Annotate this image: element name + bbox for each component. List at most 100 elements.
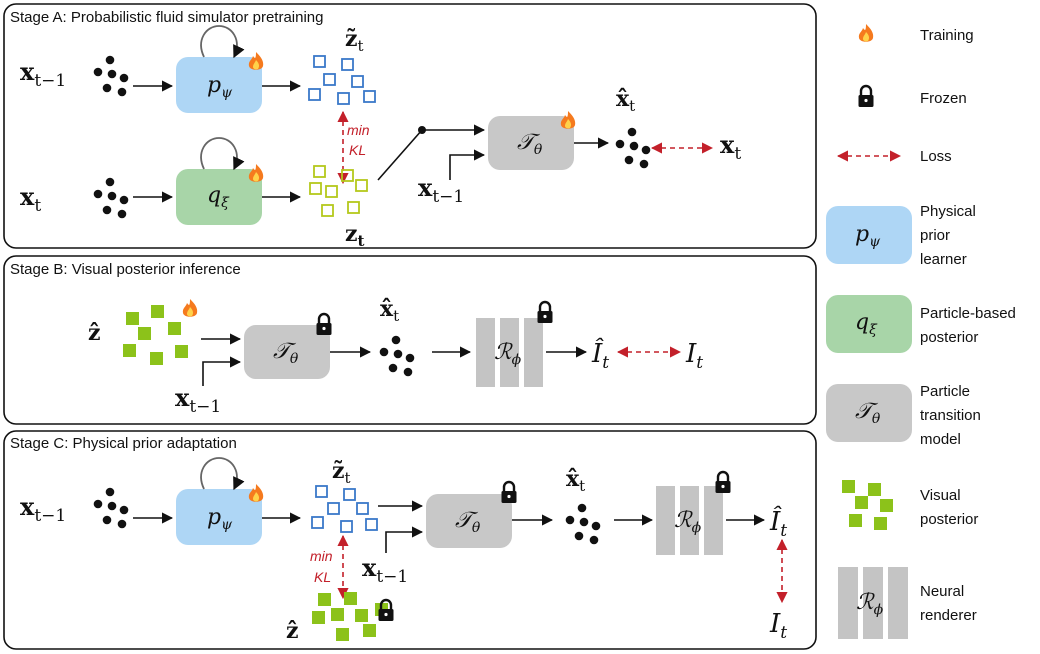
legend-visual-line2: posterior bbox=[920, 511, 978, 528]
r-phi-label: ℛϕ bbox=[856, 590, 884, 618]
particles-x-hat bbox=[565, 503, 601, 545]
particles-x-hat bbox=[615, 127, 651, 169]
p-psi-label: pψ bbox=[207, 505, 233, 533]
stage-c-frame bbox=[3, 430, 817, 650]
x-prev-label: xt−1 bbox=[418, 173, 464, 207]
visual-posterior-squares bbox=[312, 592, 388, 641]
legend-prior-box bbox=[826, 206, 912, 264]
legend-renderer-block bbox=[838, 567, 908, 639]
p-psi-label: pψ bbox=[855, 222, 881, 250]
prior-learner-box bbox=[176, 489, 262, 545]
stage-b-title: Stage B: Visual posterior inference bbox=[10, 261, 241, 278]
i-t-label: It bbox=[685, 339, 703, 373]
legend-renderer-line2: renderer bbox=[920, 607, 977, 624]
stage-c-title: Stage C: Physical prior adaptation bbox=[10, 435, 237, 452]
legend-prior-line2: prior bbox=[920, 227, 950, 244]
z-particles bbox=[309, 165, 368, 217]
z-tilde-label: z̃t bbox=[332, 458, 351, 487]
x-t-target-label: xt bbox=[720, 130, 741, 164]
x-prev-label: xt−1 bbox=[362, 553, 408, 587]
arrow bbox=[385, 526, 424, 553]
legend-prior-line3: learner bbox=[920, 251, 967, 268]
z-t-label: zt bbox=[345, 221, 365, 250]
stage-a-prior-row: xt−1 pψ z̃t bbox=[20, 25, 376, 113]
stage-c-content: xt−1 pψ z̃t min KL ẑ xt−1 𝒯θ bbox=[20, 457, 788, 644]
posterior-box bbox=[176, 169, 262, 225]
x-hat-label: x̂t bbox=[380, 296, 399, 325]
z-tilde-particles bbox=[308, 55, 376, 105]
line bbox=[377, 129, 423, 181]
particles-x-prev bbox=[93, 487, 129, 529]
stage-a-transition: xt−1 𝒯θ x̂t xt bbox=[377, 86, 741, 207]
z-tilde-particles bbox=[311, 485, 378, 533]
legend-transition-line2: transition bbox=[920, 407, 981, 424]
legend-prior-line1: Physical bbox=[920, 203, 976, 220]
kl-label: KL bbox=[314, 569, 331, 585]
particles-x-t bbox=[93, 177, 129, 219]
flame-icon bbox=[560, 111, 576, 129]
legend-visual-squares bbox=[842, 480, 893, 530]
z-hat-label: ẑ bbox=[286, 618, 299, 644]
legend-transition-line3: model bbox=[920, 431, 961, 448]
lock-icon bbox=[536, 300, 554, 325]
lock-icon bbox=[315, 312, 333, 337]
x-t-label: xt bbox=[20, 182, 41, 216]
q-xi-label: qξ bbox=[207, 183, 230, 211]
legend-renderer-line1: Neural bbox=[920, 583, 964, 600]
stage-a-frame bbox=[3, 3, 817, 249]
r-phi-label: ℛϕ bbox=[494, 340, 522, 368]
legend-transition-line1: Particle bbox=[920, 383, 970, 400]
legend-posterior-line2: posterior bbox=[920, 329, 978, 346]
legend-visual-line1: Visual bbox=[920, 487, 961, 504]
legend-training: Training bbox=[920, 27, 974, 44]
legend-transition-box bbox=[826, 384, 912, 442]
arrow bbox=[449, 149, 486, 180]
visual-posterior-squares bbox=[123, 305, 188, 365]
stage-a-posterior-row: xt qξ zt bbox=[20, 137, 368, 250]
neural-renderer-block bbox=[476, 318, 543, 387]
recurrent-loop bbox=[200, 25, 245, 59]
q-xi-label: qξ bbox=[855, 310, 878, 338]
particles-x-hat bbox=[379, 335, 415, 377]
i-hat-label: Ît bbox=[591, 337, 609, 373]
legend-loss: Loss bbox=[920, 148, 952, 165]
r-phi-label: ℛϕ bbox=[674, 508, 702, 536]
legend: Training Frozen Loss pψ Physical prior l… bbox=[826, 24, 1016, 639]
flame-icon bbox=[248, 164, 264, 182]
neural-renderer-block bbox=[656, 486, 723, 555]
kl-label: KL bbox=[349, 142, 366, 158]
stage-a-kl: min KL bbox=[337, 110, 370, 185]
recurrent-loop bbox=[200, 137, 245, 171]
kl-min-label: min bbox=[310, 548, 333, 564]
flame-icon bbox=[182, 299, 198, 317]
lock-icon bbox=[714, 470, 732, 495]
prior-learner-box bbox=[176, 57, 262, 113]
kl-min-label: min bbox=[347, 122, 370, 138]
transition-model-box bbox=[426, 494, 512, 548]
transition-model-box bbox=[244, 325, 330, 379]
flame-icon bbox=[248, 484, 264, 502]
x-hat-label: x̂t bbox=[566, 466, 585, 495]
lock-icon bbox=[857, 84, 875, 109]
transition-model-box bbox=[488, 116, 574, 170]
legend-posterior-box bbox=[826, 295, 912, 353]
arrow bbox=[202, 356, 242, 386]
i-hat-label: Ît bbox=[769, 505, 787, 541]
stage-b-frame bbox=[3, 255, 817, 425]
z-tilde-label: z̃t bbox=[345, 26, 364, 55]
x-prev-label: xt−1 bbox=[20, 492, 66, 526]
legend-posterior-line1: Particle-based bbox=[920, 305, 1016, 322]
i-t-label: It bbox=[769, 609, 787, 643]
legend-frozen: Frozen bbox=[920, 90, 967, 107]
p-psi-label: pψ bbox=[207, 73, 233, 101]
recurrent-loop bbox=[200, 457, 245, 491]
stage-a-title: Stage A: Probabilistic fluid simulator p… bbox=[10, 9, 324, 26]
lock-icon bbox=[500, 480, 518, 505]
flame-icon bbox=[248, 52, 264, 70]
particles-x-prev bbox=[93, 55, 129, 97]
x-hat-label: x̂t bbox=[616, 86, 635, 115]
flame-icon bbox=[858, 24, 874, 42]
z-hat-label: ẑ bbox=[88, 320, 101, 346]
x-prev-label: xt−1 bbox=[20, 57, 66, 91]
